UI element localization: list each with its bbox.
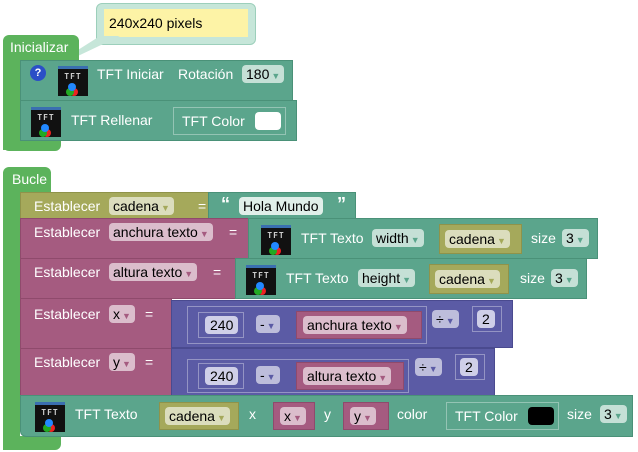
x-label: x [249, 406, 256, 422]
variable-dropdown[interactable]: y▼ [109, 353, 135, 371]
subtract-block[interactable]: 240 -▼ altura texto▼ [187, 359, 409, 393]
tft-text-height-block[interactable]: TFT TFT Texto height▼ cadena▼ size 3▼ [235, 258, 587, 299]
variable-dropdown[interactable]: cadena▼ [435, 270, 500, 288]
text-block[interactable]: “ Hola Mundo ” [208, 192, 356, 219]
tft-fill-block[interactable]: TFT TFT Rellenar TFT Color [20, 100, 297, 141]
tft-color-block[interactable]: TFT Color [173, 107, 286, 135]
tft-color-label: TFT Color [182, 113, 245, 129]
set-x-block[interactable]: Establecer x▼ = [20, 298, 172, 349]
set-cadena-block[interactable]: Establecer cadena▼ = [20, 192, 212, 219]
tft-init-block[interactable]: ? TFT TFT Iniciar Rotación 180▼ [20, 60, 293, 101]
subtract-block[interactable]: 240 -▼ anchura texto▼ [187, 306, 427, 344]
comment-bubble[interactable]: 240x240 pixels [96, 3, 256, 45]
tft-text-block[interactable]: TFT TFT Texto cadena▼ x x▼ y y▼ color TF… [20, 395, 633, 437]
rotation-label: Rotación [178, 66, 234, 82]
set-anchura-block[interactable]: Establecer anchura texto▼ = [20, 218, 249, 259]
set-label: Establecer [34, 354, 101, 370]
color-swatch[interactable] [255, 112, 281, 130]
tft-text-label: TFT Texto [75, 406, 138, 422]
tft-color-block[interactable]: TFT Color [446, 402, 559, 430]
operator-dropdown[interactable]: -▼ [256, 315, 280, 333]
variable-dropdown[interactable]: y▼ [350, 407, 376, 425]
tft-display-icon: TFT [58, 66, 88, 96]
measure-dropdown[interactable]: height▼ [358, 269, 416, 287]
size-dropdown[interactable]: 3▼ [600, 405, 627, 423]
tft-display-icon: TFT [35, 402, 65, 432]
equals-sign: = [145, 354, 154, 370]
equals-sign: = [229, 224, 238, 240]
tft-text-label: TFT Texto [301, 230, 364, 246]
variable-dropdown[interactable]: altura texto▼ [109, 263, 198, 281]
set-label: Establecer [34, 306, 101, 322]
number-input[interactable]: 2 [477, 310, 495, 328]
equals-sign: = [145, 306, 154, 322]
number-input[interactable]: 240 [205, 367, 239, 385]
set-label: Establecer [34, 224, 101, 240]
tft-fill-label: TFT Rellenar [71, 112, 153, 128]
size-dropdown[interactable]: 3▼ [551, 269, 578, 287]
number-input[interactable]: 240 [205, 316, 239, 334]
open-quote: “ [221, 194, 230, 214]
tft-text-width-block[interactable]: TFT TFT Texto width▼ cadena▼ size 3▼ [248, 218, 598, 259]
tft-color-label: TFT Color [455, 408, 518, 424]
variable-dropdown[interactable]: x▼ [280, 407, 306, 425]
close-quote: ” [337, 194, 346, 214]
variable-dropdown[interactable]: altura texto▼ [303, 367, 392, 385]
set-altura-block[interactable]: Establecer altura texto▼ = [20, 258, 236, 299]
equals-sign: = [198, 198, 207, 214]
operator-dropdown[interactable]: -▼ [256, 366, 280, 384]
tft-text-label: TFT Texto [286, 270, 349, 286]
size-label: size [520, 270, 545, 286]
text-input[interactable]: Hola Mundo [239, 197, 323, 215]
number-input[interactable]: 2 [460, 358, 478, 376]
loop-block[interactable] [3, 167, 51, 194]
set-y-block[interactable]: Establecer y▼ = [20, 348, 172, 396]
size-label: size [567, 406, 592, 422]
loop-label: Bucle [12, 171, 48, 187]
variable-dropdown[interactable]: cadena▼ [445, 230, 510, 248]
set-label: Establecer [34, 198, 101, 214]
size-dropdown[interactable]: 3▼ [562, 229, 589, 247]
y-label: y [324, 406, 331, 422]
setup-label: Inicializar [10, 39, 69, 55]
equals-sign: = [213, 264, 222, 280]
tft-display-icon: TFT [246, 265, 276, 295]
rotation-dropdown[interactable]: 180▼ [242, 65, 285, 83]
comment-text: 240x240 pixels [109, 15, 203, 31]
divide-block[interactable]: 240 -▼ altura texto▼ ÷▼ 2 [171, 348, 495, 396]
measure-dropdown[interactable]: width▼ [372, 229, 424, 247]
variable-dropdown[interactable]: cadena▼ [165, 407, 230, 425]
divide-block[interactable]: 240 -▼ anchura texto▼ ÷▼ 2 [171, 300, 513, 348]
variable-dropdown[interactable]: anchura texto▼ [303, 316, 407, 334]
help-icon[interactable]: ? [30, 65, 46, 81]
tft-display-icon: TFT [31, 107, 61, 137]
color-label: color [397, 406, 428, 422]
variable-dropdown[interactable]: cadena▼ [109, 197, 174, 215]
size-label: size [531, 230, 556, 246]
variable-dropdown[interactable]: x▼ [109, 305, 135, 323]
tft-display-icon: TFT [261, 225, 291, 255]
tft-init-label: TFT Iniciar [97, 66, 164, 82]
color-swatch[interactable] [528, 407, 554, 425]
operator-dropdown[interactable]: ÷▼ [432, 310, 459, 328]
variable-dropdown[interactable]: anchura texto▼ [109, 223, 213, 241]
setup-block[interactable] [3, 35, 79, 62]
operator-dropdown[interactable]: ÷▼ [415, 358, 442, 376]
set-label: Establecer [34, 264, 101, 280]
